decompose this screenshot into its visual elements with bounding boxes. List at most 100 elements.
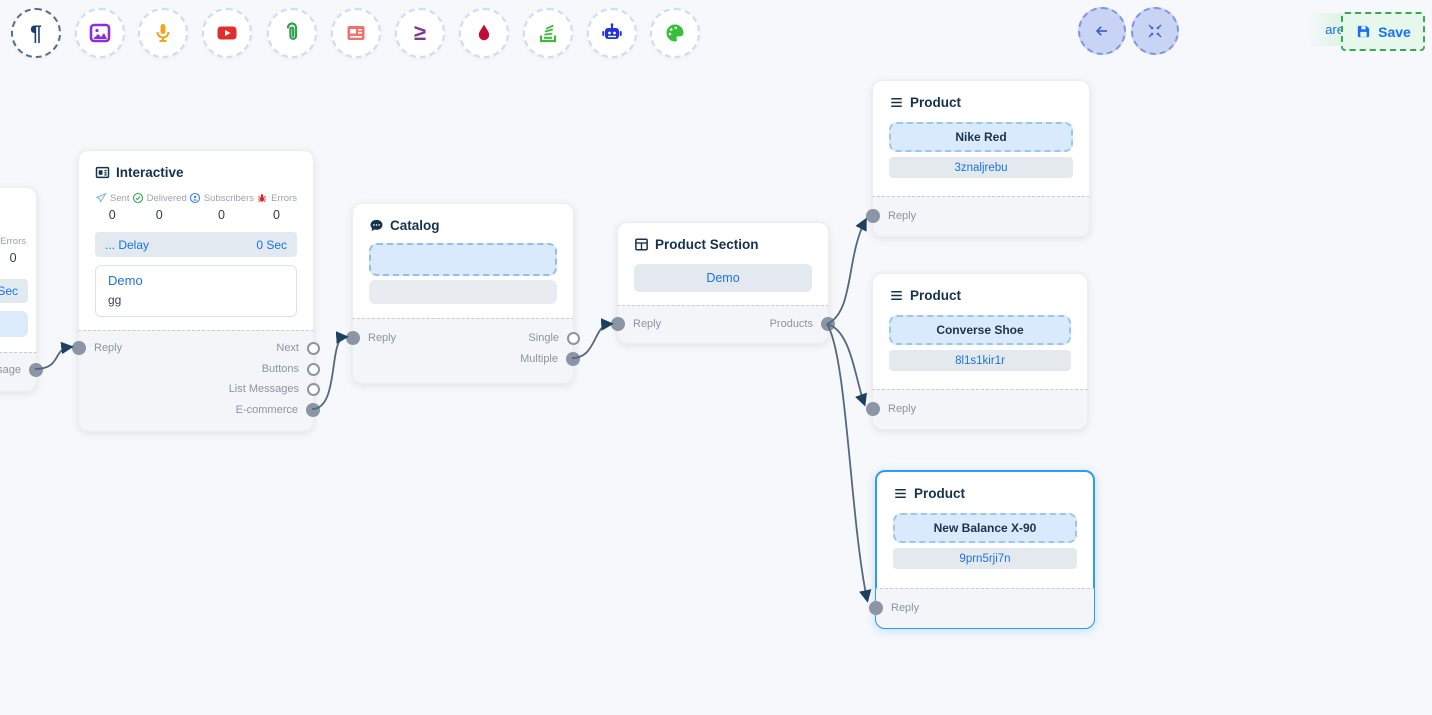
toolbar-template-button[interactable] [331, 8, 381, 58]
input-port-reply[interactable]: Reply [866, 402, 916, 416]
toolbar-video-button[interactable] [202, 8, 252, 58]
input-port-reply[interactable]: Reply [866, 209, 916, 223]
port-dot[interactable] [821, 317, 835, 331]
port-dot[interactable] [307, 362, 320, 376]
toolbar-audio-button[interactable] [138, 8, 188, 58]
node-clipped-left[interactable]: Errors 0 0 Sec Message [0, 187, 43, 392]
bug-icon [258, 194, 267, 203]
toolbar-attachment-button[interactable] [267, 8, 317, 58]
bars-icon [891, 291, 902, 300]
port-dot[interactable] [306, 403, 320, 417]
port-dot[interactable] [866, 402, 880, 416]
toolbar-condition-button[interactable]: ≥ [395, 8, 445, 58]
product-id: 9prn5rji7n [959, 552, 1011, 565]
toolbar-image-button[interactable] [75, 8, 125, 58]
node-product-1[interactable]: Product Nike Red 3znaljrebu Reply [866, 80, 1090, 237]
delay-value: 0 Sec [256, 237, 287, 252]
save-disk-icon [1357, 25, 1370, 38]
stat-label: Errors [0, 236, 26, 247]
node-header: Product Section [634, 237, 812, 252]
stat-label: Errors [271, 192, 297, 204]
comment-dots-icon [370, 219, 383, 232]
node-header: Product [893, 486, 1077, 501]
port-dot[interactable] [307, 382, 320, 396]
product-id: 3znaljrebu [954, 161, 1008, 174]
port-dot[interactable] [29, 363, 43, 377]
node-product-3[interactable]: Product New Balance X-90 9prn5rji7n Repl… [869, 470, 1095, 629]
back-arrow-icon [1095, 26, 1107, 36]
stat-subscribers: Subscribers 0 [189, 192, 254, 222]
newspaper-icon [95, 166, 110, 179]
product-name: New Balance X-90 [933, 521, 1037, 535]
port-label: List Messages [228, 383, 299, 395]
stat-sent: Sent 0 [95, 192, 130, 222]
port-dot[interactable] [611, 317, 625, 331]
port-label: Reply [888, 403, 917, 415]
output-port-buttons[interactable]: Buttons [262, 359, 320, 379]
catalog-footer: Reply Single Multiple [346, 318, 580, 384]
product-footer: Reply [869, 588, 1095, 629]
toolbar-text-button[interactable]: ¶ [11, 8, 61, 58]
edge-products-to-product2[interactable] [826, 323, 867, 407]
output-port-list-messages[interactable]: List Messages [229, 379, 320, 399]
node-title-label: Catalog [390, 218, 440, 233]
product-name-box[interactable]: Nike Red [889, 122, 1073, 152]
node-product-2[interactable]: Product Converse Shoe 8l1s1kir1r Reply [866, 273, 1088, 430]
port-dot[interactable] [566, 352, 580, 366]
node-interactive[interactable]: Interactive Sent 0 Delivered 0 [72, 150, 320, 432]
input-port-reply[interactable]: Reply [869, 601, 919, 615]
port-dot[interactable] [307, 341, 320, 355]
output-port-multiple[interactable]: Multiple [520, 349, 580, 369]
table-icon [635, 238, 648, 251]
newspaper-icon [347, 26, 365, 40]
product-id: 8l1s1kir1r [955, 354, 1005, 367]
edge-products-to-product1[interactable] [826, 217, 867, 325]
left-node-content-box[interactable] [0, 311, 28, 337]
node-catalog[interactable]: Catalog Reply Single Multiple [346, 203, 580, 384]
left-node-delay-bar[interactable]: 0 Sec [0, 279, 28, 303]
port-label: Next [276, 342, 299, 354]
port-label: Buttons [261, 363, 299, 375]
output-port-ecommerce[interactable]: E-commerce [236, 400, 320, 420]
bars-icon [895, 489, 906, 498]
toolbar-sequence-button[interactable] [523, 8, 573, 58]
output-port-message[interactable]: Message [0, 360, 43, 380]
back-button[interactable] [1078, 7, 1126, 55]
output-port-single[interactable]: Single [528, 328, 580, 348]
droplet-icon [478, 24, 490, 41]
edge-products-to-product3[interactable] [826, 323, 872, 603]
node-title-label: Product Section [655, 237, 759, 252]
input-port-reply[interactable]: Reply [346, 331, 396, 345]
port-label: Reply [888, 210, 917, 222]
toolbar-bot-button[interactable] [587, 8, 637, 58]
port-dot[interactable] [346, 331, 360, 345]
input-port-reply[interactable]: Reply [72, 341, 122, 355]
delay-bar[interactable]: ... Delay 0 Sec [95, 232, 297, 257]
product-name: Converse Shoe [936, 323, 1024, 337]
stat-label: Delivered [146, 192, 187, 204]
node-product-section[interactable]: Product Section Demo Reply Products [611, 222, 835, 344]
bars-icon [891, 98, 902, 107]
toolbar-palette-button[interactable] [650, 8, 700, 58]
stat-value: 0 [108, 208, 116, 222]
node-header: Interactive [95, 165, 297, 180]
toolbar-drip-button[interactable] [459, 8, 509, 58]
save-button[interactable]: Save [1341, 12, 1425, 51]
product-name-box[interactable]: New Balance X-90 [893, 513, 1077, 543]
message-preview[interactable]: Demo gg [95, 265, 297, 317]
port-dot[interactable] [866, 209, 880, 223]
port-dot[interactable] [72, 341, 86, 355]
stack-icon [539, 24, 557, 43]
port-dot[interactable] [869, 601, 883, 615]
stat-delivered: Delivered 0 [132, 192, 187, 222]
port-dot[interactable] [567, 331, 580, 345]
catalog-dropzone[interactable] [369, 243, 557, 276]
output-port-products[interactable]: Products [770, 314, 835, 334]
port-label: Reply [368, 332, 397, 344]
product-name-box[interactable]: Converse Shoe [889, 315, 1071, 345]
input-port-reply[interactable]: Reply [611, 317, 661, 331]
section-chip[interactable]: Demo [634, 264, 812, 292]
share-partial-label: are [1325, 22, 1344, 37]
output-port-next[interactable]: Next [276, 338, 320, 358]
fit-view-button[interactable] [1131, 7, 1179, 55]
